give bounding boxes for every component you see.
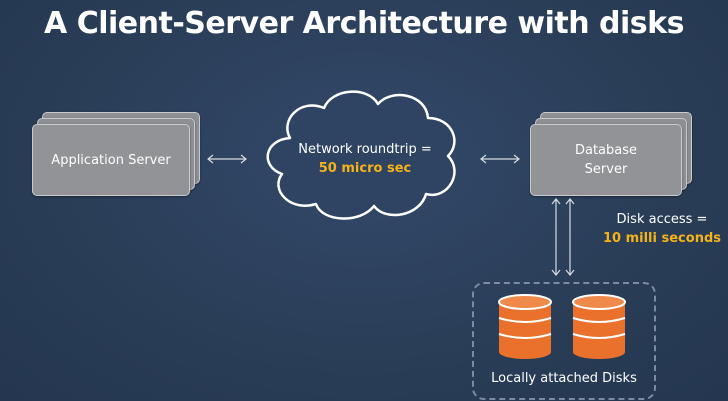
disk-access-value: 10 milli seconds bbox=[602, 231, 721, 246]
database-server-label-line2: Server bbox=[584, 162, 628, 177]
database-server-label-line1: Database bbox=[574, 143, 638, 158]
network-label: Network roundtrip = 50 micro sec bbox=[280, 140, 450, 178]
application-server-label: Application Server bbox=[51, 152, 171, 168]
disk-caption: Locally attached Disks bbox=[491, 371, 637, 386]
database-server-box: Database Server bbox=[530, 124, 682, 196]
disk-access-label: Disk access = 10 milli seconds bbox=[598, 210, 726, 248]
network-db-arrow bbox=[480, 154, 520, 164]
slide-title: A Client-Server Architecture with disks bbox=[44, 6, 684, 41]
network-roundtrip-text: Network roundtrip = bbox=[298, 142, 432, 157]
application-server-box: Application Server bbox=[32, 124, 190, 196]
disk-group bbox=[472, 282, 656, 400]
db-disk-arrows bbox=[551, 198, 575, 276]
disk-access-text: Disk access = bbox=[616, 212, 708, 227]
network-latency-value: 50 micro sec bbox=[318, 161, 412, 176]
disk-icon bbox=[572, 294, 626, 359]
disk-icon bbox=[498, 294, 552, 359]
app-network-arrow bbox=[207, 154, 247, 164]
network-cloud bbox=[266, 90, 456, 220]
